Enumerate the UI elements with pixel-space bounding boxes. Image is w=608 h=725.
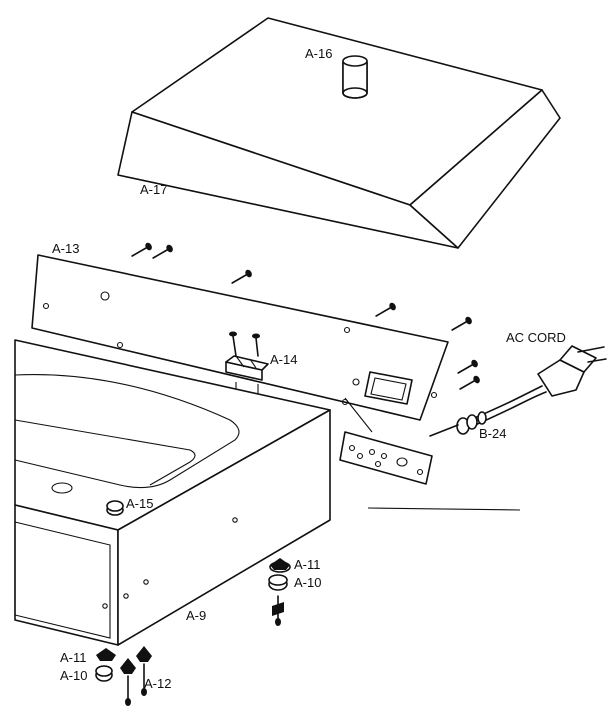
ac-cord	[429, 345, 607, 437]
label-a15: A-15	[126, 496, 153, 511]
dust-cover	[117, 17, 561, 249]
label-a13: A-13	[52, 241, 79, 256]
label-b24: B-24	[479, 426, 506, 441]
right-foot-assembly	[268, 558, 291, 626]
label-ac-cord: AC CORD	[506, 330, 566, 345]
main-cabinet	[14, 339, 331, 646]
label-a11-left: A-11	[60, 650, 87, 665]
cord-clamp	[225, 331, 269, 414]
label-a17: A-17	[140, 182, 167, 197]
label-a12: A-12	[144, 676, 171, 691]
left-foot-assembly	[95, 646, 152, 706]
panel-screws	[131, 242, 480, 390]
cabinet-knob	[106, 500, 124, 516]
label-a14: A-14	[270, 352, 297, 367]
label-a10-right: A-10	[294, 575, 321, 590]
cover-knob	[342, 55, 368, 99]
rear-panel	[31, 254, 449, 421]
connector-plate	[339, 397, 433, 485]
label-a16: A-16	[305, 46, 332, 61]
label-a9: A-9	[186, 608, 206, 623]
separator-line	[367, 507, 521, 511]
label-a10-left: A-10	[60, 668, 87, 683]
label-a11-right: A-11	[294, 557, 321, 572]
